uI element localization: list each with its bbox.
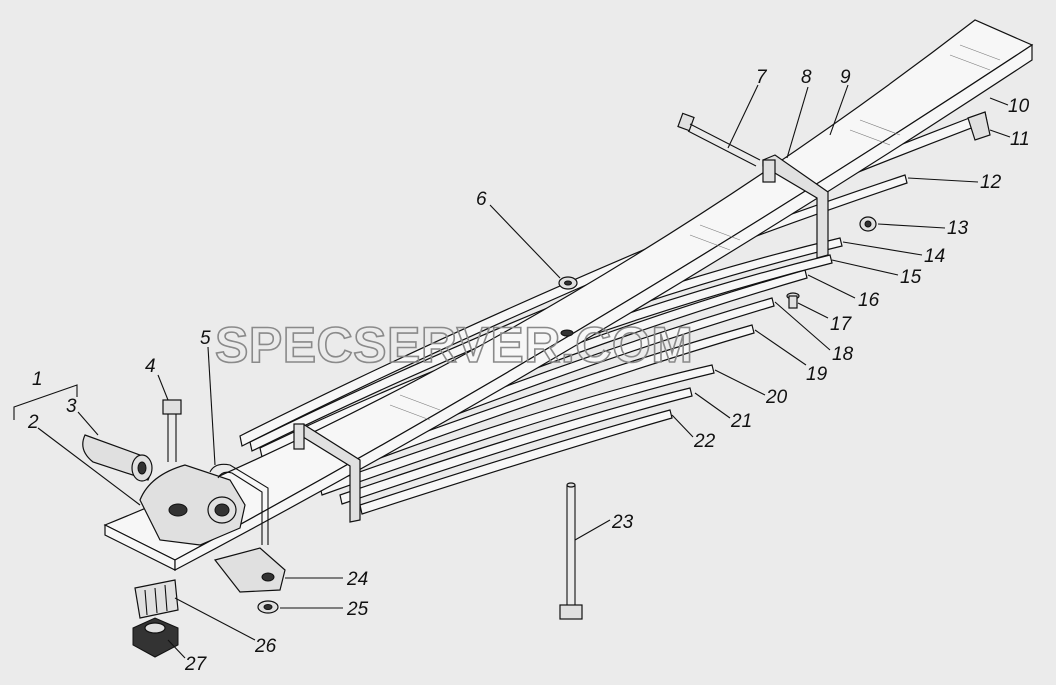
rebound-clip-11 xyxy=(967,111,991,141)
rivet-17 xyxy=(786,292,800,309)
nut-13 xyxy=(859,216,877,232)
callout-24: 24 xyxy=(346,569,368,590)
bracket-assembly xyxy=(139,464,246,546)
leader-lines xyxy=(13,84,1011,659)
callout-26: 26 xyxy=(254,636,277,657)
callout-14: 14 xyxy=(924,246,945,267)
leaf-21 xyxy=(339,387,693,505)
callout-20: 20 xyxy=(765,387,788,408)
center-bolt-hole xyxy=(560,329,574,337)
nut-6 xyxy=(558,276,578,290)
nut-27 xyxy=(132,617,179,658)
bushing-26 xyxy=(134,579,179,619)
callout-8: 8 xyxy=(801,67,812,88)
callout-21: 21 xyxy=(730,411,752,432)
callout-1: 1 xyxy=(32,369,43,390)
leaf-shading xyxy=(389,44,1001,421)
main-leaf-side xyxy=(174,43,1033,571)
watermark: SPECSERVER.COM xyxy=(215,317,693,373)
callout-25: 25 xyxy=(346,599,369,620)
callout-15: 15 xyxy=(900,267,922,288)
callout-11: 11 xyxy=(1010,129,1030,150)
clip-rear xyxy=(762,154,829,259)
callout-7: 7 xyxy=(756,67,768,88)
callout-19: 19 xyxy=(806,364,828,385)
callout-17: 17 xyxy=(830,314,853,335)
callout-12: 12 xyxy=(980,172,1002,193)
callout-3: 3 xyxy=(66,396,77,417)
callout-22: 22 xyxy=(693,431,716,452)
callout-5: 5 xyxy=(200,328,211,349)
callout-4: 4 xyxy=(145,356,156,377)
callout-labels: 1 2 3 4 5 6 7 8 9 10 11 12 13 14 15 16 1… xyxy=(27,67,1030,675)
nut-25 xyxy=(257,600,279,614)
callout-13: 13 xyxy=(947,218,969,239)
spring-leaf-stack xyxy=(103,19,1034,571)
bolt-23 xyxy=(559,482,583,620)
plate-24 xyxy=(213,547,286,593)
callout-18: 18 xyxy=(832,344,854,365)
bolt-7 xyxy=(677,112,761,167)
callout-16: 16 xyxy=(858,290,880,311)
leaf-20 xyxy=(319,364,715,496)
bolt-4 xyxy=(162,399,182,462)
callout-6: 6 xyxy=(476,189,487,210)
leaf-12 xyxy=(249,174,908,452)
callout-9: 9 xyxy=(840,67,851,88)
clip-front xyxy=(293,423,361,523)
callout-27: 27 xyxy=(184,654,208,675)
ubolt-5 xyxy=(209,463,269,545)
leaf-22 xyxy=(359,409,673,515)
callout-2: 2 xyxy=(27,412,39,433)
bushing-3 xyxy=(82,434,153,482)
callout-23: 23 xyxy=(611,512,634,533)
callout-10: 10 xyxy=(1008,96,1030,117)
leaf-19 xyxy=(299,324,755,488)
